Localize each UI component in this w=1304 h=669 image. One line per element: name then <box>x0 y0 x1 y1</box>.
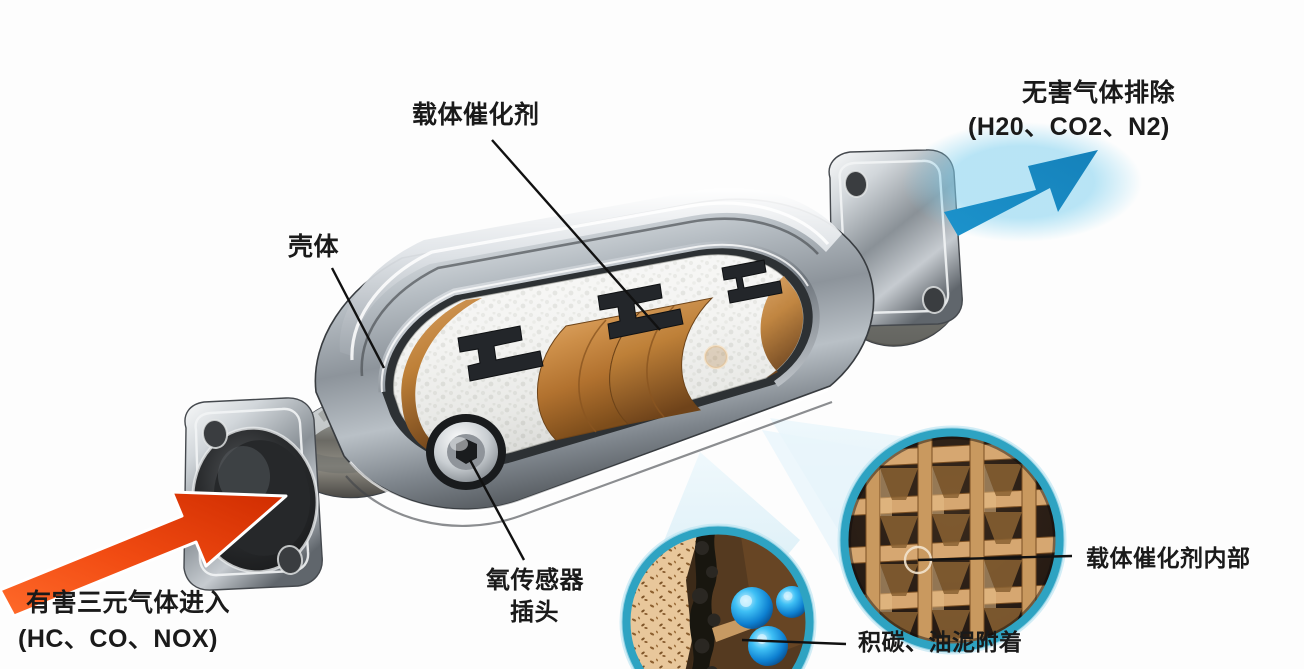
callout-deposits <box>741 638 847 646</box>
label-carrier-interior: 载体催化剂内部 <box>1086 545 1251 571</box>
label-outlet-line1: 无害气体排除 <box>1022 79 1176 107</box>
deposit-closeup-inset <box>619 523 817 669</box>
converter-body <box>314 188 875 527</box>
callout-carrier-catalyst <box>491 139 661 331</box>
honeycomb-cell-inset <box>837 425 1067 655</box>
clean-gas-outlet-arrow <box>902 122 1142 242</box>
label-inlet-line1: 有害三元气体进入 <box>26 589 231 617</box>
label-inlet-line2: (HC、CO、NOX) <box>18 625 218 653</box>
cutaway-interior <box>378 241 820 467</box>
callout-leader-lines <box>330 139 1073 646</box>
callout-oxygen-sensor <box>468 459 526 561</box>
label-outlet-line2: (H20、CO2、N2) <box>968 113 1170 141</box>
callout-housing <box>330 267 386 369</box>
callout-carrier-interior <box>917 554 1073 562</box>
oxygen-sensor-boss <box>426 414 506 490</box>
label-carrier-catalyst: 载体催化剂 <box>412 101 540 129</box>
label-housing: 壳体 <box>288 233 340 261</box>
label-oxygen-sensor-line1: 氧传感器 <box>486 567 584 594</box>
label-deposits: 积碳、油泥附着 <box>858 629 1023 655</box>
label-oxygen-sensor-line2: 插头 <box>510 599 559 626</box>
exhaust-gas-inlet-arrow <box>0 490 288 618</box>
